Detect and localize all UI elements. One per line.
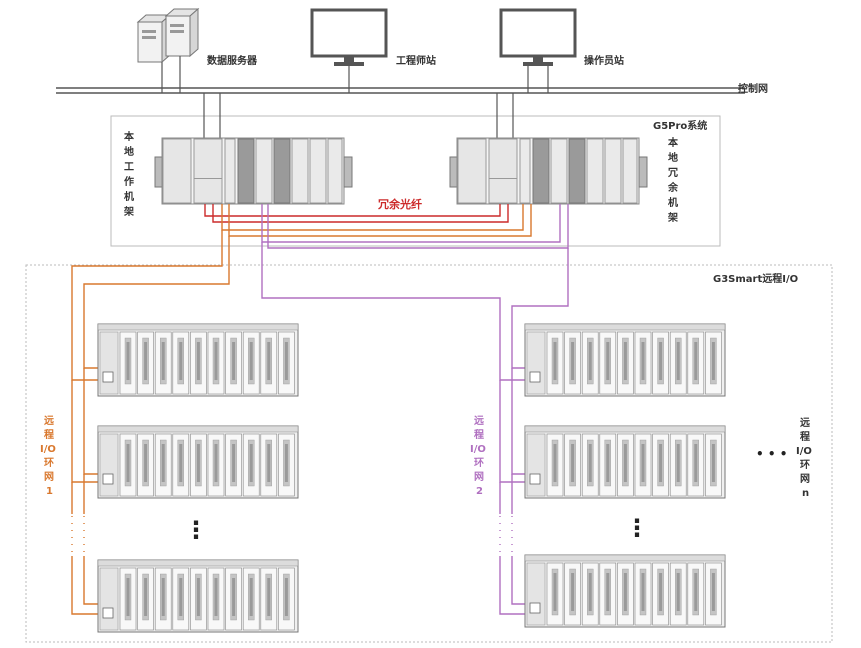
- svg-text:I/O: I/O: [40, 444, 56, 455]
- svg-text:工: 工: [124, 162, 134, 173]
- control-network-bus: [56, 87, 745, 94]
- g5pro-system-title: G5Pro系统: [653, 119, 707, 132]
- svg-text:架: 架: [667, 211, 678, 224]
- local-work-rack-label: 本 地 工 作 机 架: [123, 130, 135, 218]
- redundant-fiber-links: [204, 204, 509, 223]
- svg-text:作: 作: [124, 175, 134, 188]
- more-rings-ellipsis: • • •: [756, 447, 787, 461]
- local-redundant-rack-label: 本 地 冗 余 机 架: [667, 136, 679, 224]
- remote-io-ring-2-cables: [261, 242, 569, 615]
- svg-text:机: 机: [668, 196, 678, 209]
- ring-2-label: 远 程 I/O 环 网 2: [470, 415, 486, 497]
- svg-text:网: 网: [474, 471, 484, 483]
- right-rack-vertical-ellipsis: ⋮: [625, 514, 649, 542]
- svg-text:冗: 冗: [668, 167, 678, 179]
- svg-text:网: 网: [800, 473, 810, 485]
- svg-text:2: 2: [476, 486, 483, 497]
- svg-text:架: 架: [123, 205, 134, 218]
- left-rack-vertical-ellipsis: ⋮: [184, 516, 208, 544]
- svg-text:I/O: I/O: [470, 444, 486, 455]
- svg-text:余: 余: [667, 181, 679, 194]
- svg-text:程: 程: [474, 428, 484, 441]
- local-redundant-rack: [449, 137, 648, 205]
- rack-cross-links: [221, 204, 569, 249]
- svg-text:机: 机: [124, 190, 134, 203]
- remote-io-ring-1-cables: [71, 230, 230, 615]
- engineer-station-label: 工程师站: [396, 54, 436, 67]
- svg-text:环: 环: [44, 457, 54, 469]
- ring-1-label: 远 程 I/O 环 网 1: [40, 415, 56, 497]
- svg-text:环: 环: [474, 457, 484, 469]
- ring-n-label: 远 程 I/O 环 网 n: [796, 417, 812, 499]
- svg-text:网: 网: [44, 471, 54, 483]
- io-rack-left-3: [97, 559, 299, 633]
- svg-text:程: 程: [800, 430, 810, 443]
- svg-text:环: 环: [800, 459, 810, 471]
- remote-io-title: G3Smart远程I/O: [713, 272, 798, 285]
- engineer-station-monitor-icon: [310, 8, 388, 66]
- svg-text:远: 远: [474, 415, 484, 427]
- io-rack-left-1: [97, 323, 299, 397]
- local-work-rack: [154, 137, 353, 205]
- svg-text:远: 远: [800, 417, 810, 429]
- io-rack-right-2: [524, 425, 726, 499]
- data-server-label: 数据服务器: [207, 54, 258, 67]
- svg-text:程: 程: [44, 428, 54, 441]
- data-server-icon: [136, 7, 200, 64]
- io-rack-right-3: [524, 554, 726, 628]
- svg-text:1: 1: [46, 486, 53, 497]
- operator-station-monitor-icon: [499, 8, 577, 66]
- svg-text:远: 远: [44, 415, 54, 427]
- redundant-fiber-label: 冗余光纤: [377, 197, 422, 211]
- svg-text:本: 本: [124, 130, 135, 143]
- svg-text:地: 地: [124, 145, 134, 158]
- control-network-label: 控制网: [738, 82, 768, 95]
- operator-station-label: 操作员站: [584, 54, 624, 67]
- svg-text:本: 本: [668, 136, 679, 149]
- io-rack-right-1: [524, 323, 726, 397]
- io-rack-left-2: [97, 425, 299, 499]
- svg-text:I/O: I/O: [796, 446, 812, 457]
- svg-text:地: 地: [668, 151, 678, 164]
- svg-text:n: n: [802, 488, 809, 499]
